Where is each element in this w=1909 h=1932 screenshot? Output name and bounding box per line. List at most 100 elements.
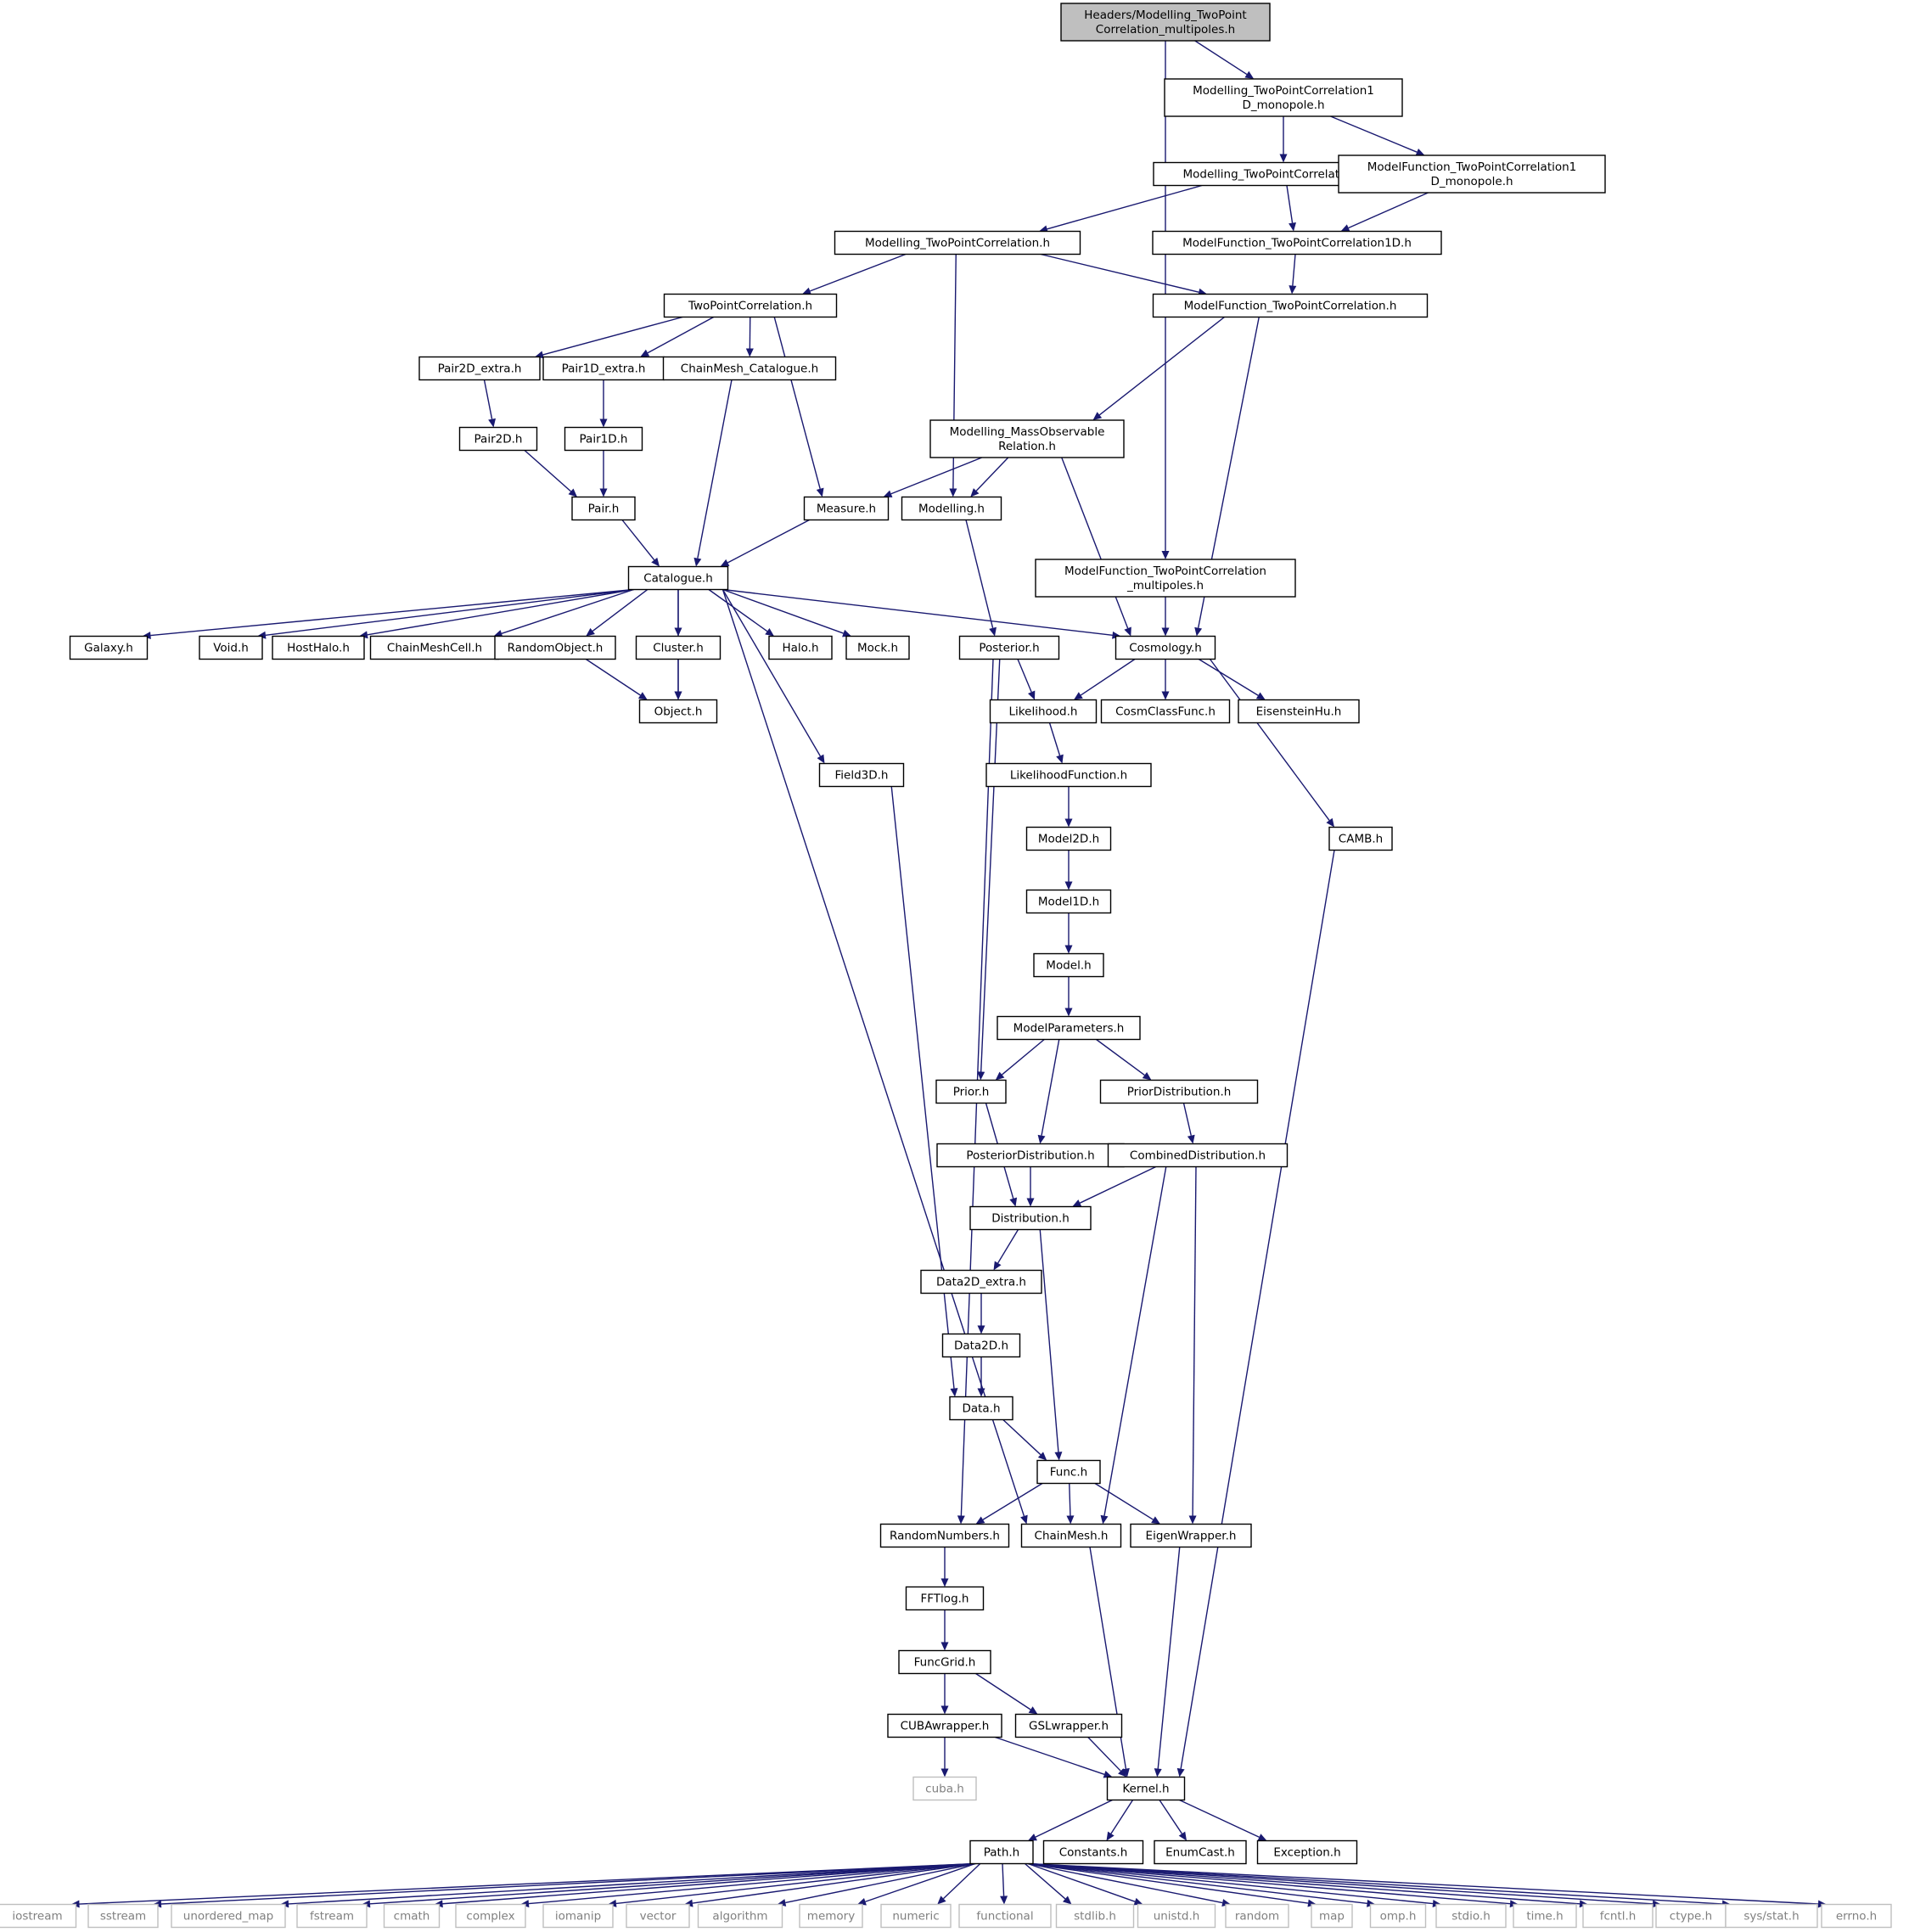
node-modelling[interactable]: Modelling.h (901, 496, 1002, 521)
arrowhead-icon (957, 1515, 965, 1525)
node-pair2dx[interactable]: Pair2D_extra.h (418, 356, 541, 381)
node-likefunc[interactable]: LikelihoodFunction.h (985, 762, 1152, 788)
arrowhead-icon (434, 1900, 443, 1908)
node-field3d[interactable]: Field3D.h (818, 762, 905, 788)
node-label: CUBAwrapper.h (901, 1720, 990, 1733)
node-constants[interactable]: Constants.h (1042, 1839, 1144, 1865)
node-mf1d[interactable]: ModelFunction_TwoPointCorrelation1D.h (1152, 230, 1442, 256)
node-box (1025, 889, 1112, 914)
node-mock[interactable]: Mock.h (845, 635, 910, 660)
node-label: Path.h (984, 1846, 1020, 1860)
node-box (901, 496, 1002, 521)
node-iostream: iostream (0, 1903, 77, 1929)
node-camb[interactable]: CAMB.h (1328, 826, 1393, 851)
node-label: Catalogue.h (643, 572, 713, 586)
node-label: complex (466, 1910, 514, 1924)
arrowhead-icon (949, 488, 957, 497)
arrowhead-icon (1367, 1899, 1376, 1907)
node-box (1014, 1713, 1123, 1738)
node-label: unordered_map (183, 1910, 273, 1924)
node-hosthalo[interactable]: HostHalo.h (272, 635, 365, 660)
node-label: ModelFunction_TwoPointCorrelation1D.h (1182, 237, 1412, 250)
node-cuba[interactable]: CUBAwrapper.h (887, 1713, 1002, 1738)
node-galaxy[interactable]: Galaxy.h (69, 635, 149, 660)
edge-cosmology-to-eisenstein (1198, 658, 1259, 696)
node-label: Posterior.h (979, 642, 1039, 655)
node-label: ChainMeshCell.h (387, 642, 482, 655)
arrowhead-icon (1064, 945, 1073, 954)
node-halo[interactable]: Halo.h (768, 635, 833, 660)
node-tpcorr[interactable]: TwoPointCorrelation.h (663, 293, 838, 318)
node-postdist[interactable]: PosteriorDistribution.h (936, 1143, 1125, 1168)
node-box (1582, 1903, 1654, 1929)
node-posterior[interactable]: Posterior.h (958, 635, 1060, 660)
node-label: PosteriorDistribution.h (966, 1149, 1094, 1163)
node-func[interactable]: Func.h (1036, 1459, 1101, 1485)
node-eigen[interactable]: EigenWrapper.h (1130, 1523, 1252, 1548)
arrowhead-icon (599, 488, 608, 497)
arrowhead-icon (1326, 817, 1334, 828)
node-priordist[interactable]: PriorDistribution.h (1099, 1079, 1259, 1104)
node-randobj[interactable]: RandomObject.h (494, 635, 616, 660)
node-data2d[interactable]: Data2D.h (941, 1333, 1021, 1358)
node-object[interactable]: Object.h (638, 699, 718, 724)
node-gsl[interactable]: GSLwrapper.h (1014, 1713, 1123, 1738)
arrowhead-icon (970, 488, 980, 497)
edge-kernel-to-exception (1179, 1799, 1260, 1838)
node-data[interactable]: Data.h (949, 1396, 1013, 1421)
node-tpc1dmono[interactable]: Modelling_TwoPointCorrelation1D_monopole… (1164, 78, 1403, 117)
arrowhead-icon (1074, 692, 1083, 700)
node-pair2d[interactable]: Pair2D.h (458, 426, 538, 452)
node-mf1dmono[interactable]: ModelFunction_TwoPointCorrelation1D_mono… (1338, 154, 1606, 194)
node-box (997, 1015, 1141, 1041)
edge-combdist-to-distribution (1079, 1165, 1157, 1204)
arrowhead-icon (1579, 1900, 1588, 1908)
arrowhead-icon (1028, 690, 1036, 700)
node-enumcast[interactable]: EnumCast.h (1154, 1839, 1247, 1865)
node-modelparams[interactable]: ModelParameters.h (997, 1015, 1141, 1041)
node-cosmclass[interactable]: CosmClassFunc.h (1100, 699, 1231, 724)
node-likelihood[interactable]: Likelihood.h (989, 699, 1098, 724)
node-root[interactable]: Headers/Modelling_TwoPointCorrelation_mu… (1060, 3, 1271, 42)
edge-func-to-randnum (982, 1482, 1043, 1520)
edge-path-to-complex (528, 1862, 976, 1905)
node-path[interactable]: Path.h (969, 1839, 1034, 1865)
node-cmcell[interactable]: ChainMeshCell.h (369, 635, 500, 660)
node-chainmesh[interactable]: ChainMesh.h (1020, 1523, 1122, 1548)
node-model2d[interactable]: Model2D.h (1025, 826, 1112, 851)
node-data2dx[interactable]: Data2D_extra.h (920, 1269, 1042, 1295)
node-catalogue[interactable]: Catalogue.h (627, 565, 729, 591)
node-cmcat[interactable]: ChainMesh_Catalogue.h (662, 356, 837, 381)
node-prior[interactable]: Prior.h (935, 1079, 1007, 1104)
node-pair[interactable]: Pair.h (571, 496, 636, 521)
node-eisenstein[interactable]: EisensteinHu.h (1238, 699, 1360, 724)
node-fftlog[interactable]: FFTlog.h (905, 1586, 985, 1611)
node-box (1099, 1079, 1259, 1104)
node-measure[interactable]: Measure.h (803, 496, 890, 521)
node-label: Pair1D.h (580, 433, 628, 446)
node-box (818, 762, 905, 788)
node-cosmology[interactable]: Cosmology.h (1115, 635, 1216, 660)
arrowhead-icon (950, 1388, 958, 1397)
node-randnum[interactable]: RandomNumbers.h (879, 1523, 1010, 1548)
node-cluster[interactable]: Cluster.h (635, 635, 721, 660)
node-combdist[interactable]: CombinedDistribution.h (1107, 1143, 1289, 1168)
node-kernel[interactable]: Kernel.h (1106, 1776, 1186, 1801)
node-pair1d[interactable]: Pair1D.h (564, 426, 643, 452)
node-void[interactable]: Void.h (199, 635, 263, 660)
node-pair1dx[interactable]: Pair1D_extra.h (542, 356, 665, 381)
arrowhead-icon (1103, 1771, 1113, 1778)
node-mfmulti[interactable]: ModelFunction_TwoPointCorrelation_multip… (1035, 559, 1296, 598)
node-box (929, 419, 1125, 458)
edge-mf1dmono-to-mf1d (1348, 192, 1429, 229)
node-model[interactable]: Model.h (1033, 952, 1104, 978)
arrowhead-icon (693, 557, 702, 567)
node-model1d[interactable]: Model1D.h (1025, 889, 1112, 914)
node-mtpc[interactable]: Modelling_TwoPointCorrelation.h (834, 230, 1081, 256)
node-distribution[interactable]: Distribution.h (969, 1205, 1092, 1231)
node-funcgrid[interactable]: FuncGrid.h (898, 1649, 991, 1675)
node-mftpc[interactable]: ModelFunction_TwoPointCorrelation.h (1152, 293, 1429, 318)
node-exception[interactable]: Exception.h (1256, 1839, 1358, 1865)
